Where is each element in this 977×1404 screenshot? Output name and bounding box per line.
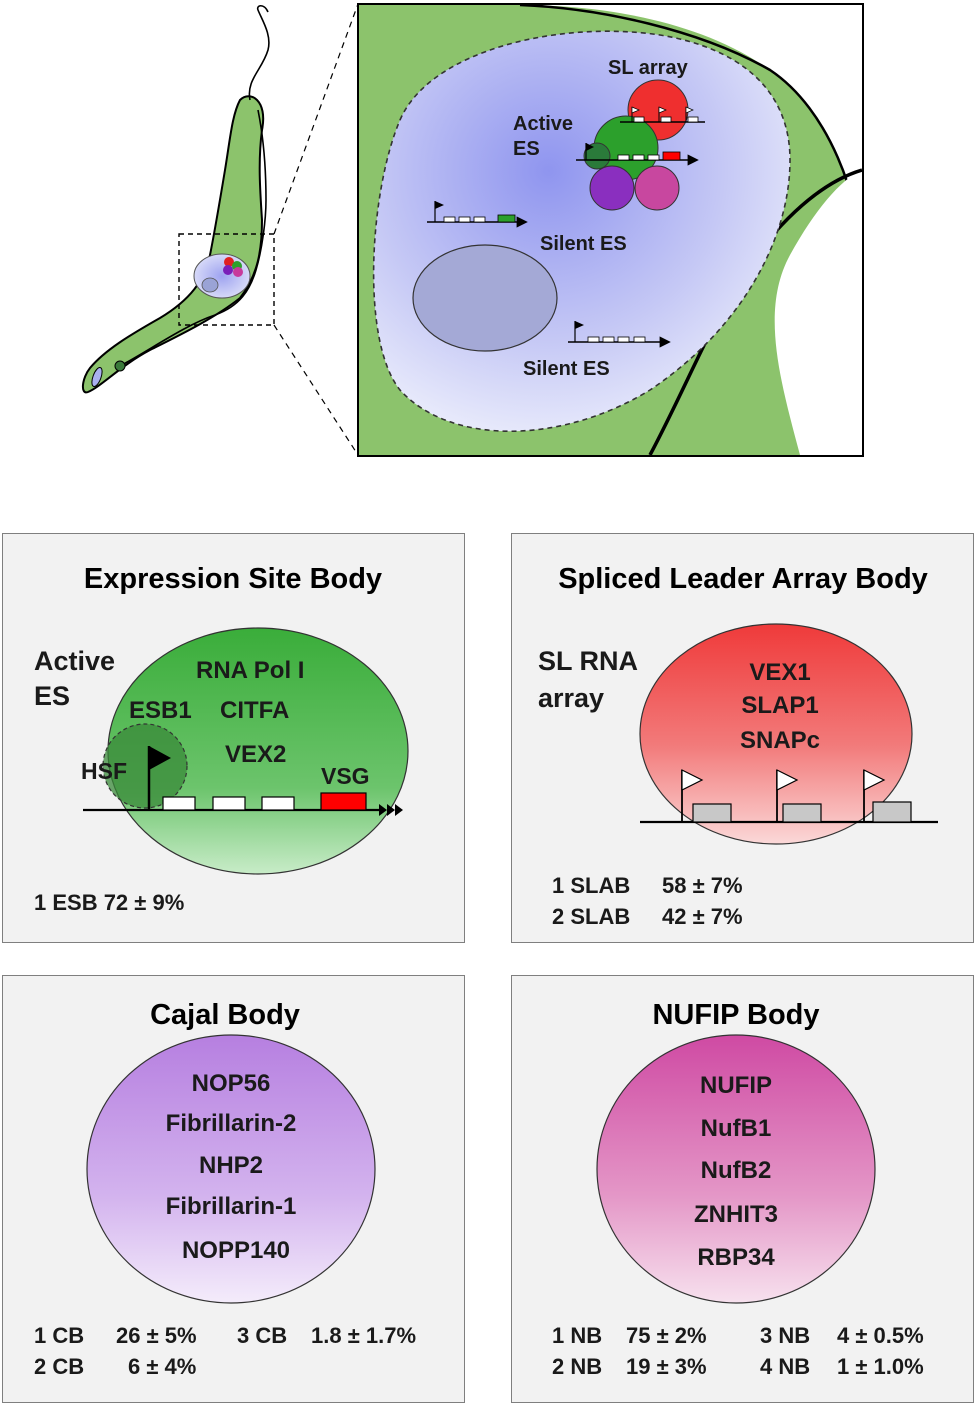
slab-stat-value: 58 ± 7% xyxy=(662,873,743,898)
nb-stat-value: 19 ± 3% xyxy=(626,1354,707,1379)
slab-array-label-line2: array xyxy=(538,683,604,713)
cb-protein: NOPP140 xyxy=(182,1237,290,1264)
cb-body-circle xyxy=(86,1034,376,1304)
nb-protein: RBP34 xyxy=(697,1244,775,1271)
nb-stat-label: 3 NB xyxy=(760,1323,810,1348)
slab-title: Spliced Leader Array Body xyxy=(558,563,928,595)
cb-protein: NHP2 xyxy=(199,1152,263,1179)
sl-gene-unit xyxy=(776,769,822,823)
slab-stat-label: 1 SLAB xyxy=(552,873,630,898)
vsg-label: VSG xyxy=(321,763,370,789)
esb-stat: 1 ESB 72 ± 9% xyxy=(34,890,184,915)
esb-protein: VEX2 xyxy=(225,741,286,768)
promoter-flag-icon xyxy=(776,769,799,791)
nb-protein: ZNHIT3 xyxy=(694,1201,778,1228)
hsf-label: HSF xyxy=(81,758,127,784)
slab-protein: SNAPc xyxy=(740,727,820,754)
nb-title: NUFIP Body xyxy=(652,999,819,1031)
expression-site-body-panel: Expression Site Body Active ES RNA Pol I… xyxy=(2,533,465,943)
nb-protein: NufB2 xyxy=(701,1157,772,1184)
sl-gene-unit xyxy=(863,769,912,823)
spliced-leader-array-body-panel: Spliced Leader Array Body SL RNA array V… xyxy=(511,533,974,943)
cb-protein: Fibrillarin-2 xyxy=(166,1110,297,1137)
cb-stat-label: 1 CB xyxy=(34,1323,84,1348)
nb-stat-label: 1 NB xyxy=(552,1323,602,1348)
promoter-flag-icon xyxy=(149,746,171,770)
nb-stat-label: 2 NB xyxy=(552,1354,602,1379)
esb-title: Expression Site Body xyxy=(84,563,382,595)
esb-protein: ESB1 xyxy=(129,697,192,724)
nufip-body-panel: NUFIP Body NUFIP NufB1 NufB2 ZNHIT3 RBP3… xyxy=(511,975,974,1403)
cb-protein: Fibrillarin-1 xyxy=(166,1193,297,1220)
slab-stat-label: 2 SLAB xyxy=(552,904,630,929)
sl-array-label: SL array xyxy=(608,57,689,79)
slab-protein: SLAP1 xyxy=(741,692,818,719)
esb-active-label-line2: ES xyxy=(34,681,70,711)
sl-gene-unit xyxy=(681,769,732,823)
cb-stat-value: 6 ± 4% xyxy=(128,1354,196,1379)
active-es-label-line2: ES xyxy=(513,138,540,160)
cb-title: Cajal Body xyxy=(150,999,300,1031)
cb-protein: NOP56 xyxy=(192,1070,271,1097)
trypanosome-overview-figure: SL array Active ES Silent ES Silent ES xyxy=(82,3,864,457)
silent-es-label-1: Silent ES xyxy=(540,233,627,255)
promoter-flag-icon xyxy=(681,769,704,791)
esb-protein: CITFA xyxy=(220,697,289,724)
hsf-circle xyxy=(102,723,188,809)
slab-protein: VEX1 xyxy=(749,659,810,686)
vsg-gene-box xyxy=(320,792,367,811)
slab-array-label: SL RNA xyxy=(538,646,638,676)
active-es-label: Active xyxy=(513,113,573,135)
cb-stat-value: 1.8 ± 1.7% xyxy=(311,1323,416,1348)
nucleus-zoom-inset: SL array Active ES Silent ES Silent ES xyxy=(357,3,864,457)
cb-stat-value: 26 ± 5% xyxy=(116,1323,197,1348)
nb-stat-value: 1 ± 1.0% xyxy=(837,1354,924,1379)
esb-protein: RNA Pol I xyxy=(196,657,304,684)
promoter-flag-icon xyxy=(863,769,886,791)
cajal-body-panel: Cajal Body NOP56 Fibrillarin-2 NHP2 Fibr… xyxy=(2,975,465,1403)
arrowhead-icon xyxy=(379,804,403,816)
nb-stat-value: 75 ± 2% xyxy=(626,1323,707,1348)
cb-stat-label: 3 CB xyxy=(237,1323,287,1348)
slab-stat-value: 42 ± 7% xyxy=(662,904,743,929)
nb-stat-label: 4 NB xyxy=(760,1354,810,1379)
trypanosome-cell xyxy=(82,3,359,456)
esb-active-label: Active xyxy=(34,646,115,676)
slab-body-circle xyxy=(639,623,913,845)
nb-protein: NUFIP xyxy=(700,1072,772,1099)
nb-stat-value: 4 ± 0.5% xyxy=(837,1323,924,1348)
nb-protein: NufB1 xyxy=(701,1115,772,1142)
silent-es-label-2: Silent ES xyxy=(523,358,610,380)
nb-body-circle xyxy=(596,1034,876,1304)
cb-stat-label: 2 CB xyxy=(34,1354,84,1379)
